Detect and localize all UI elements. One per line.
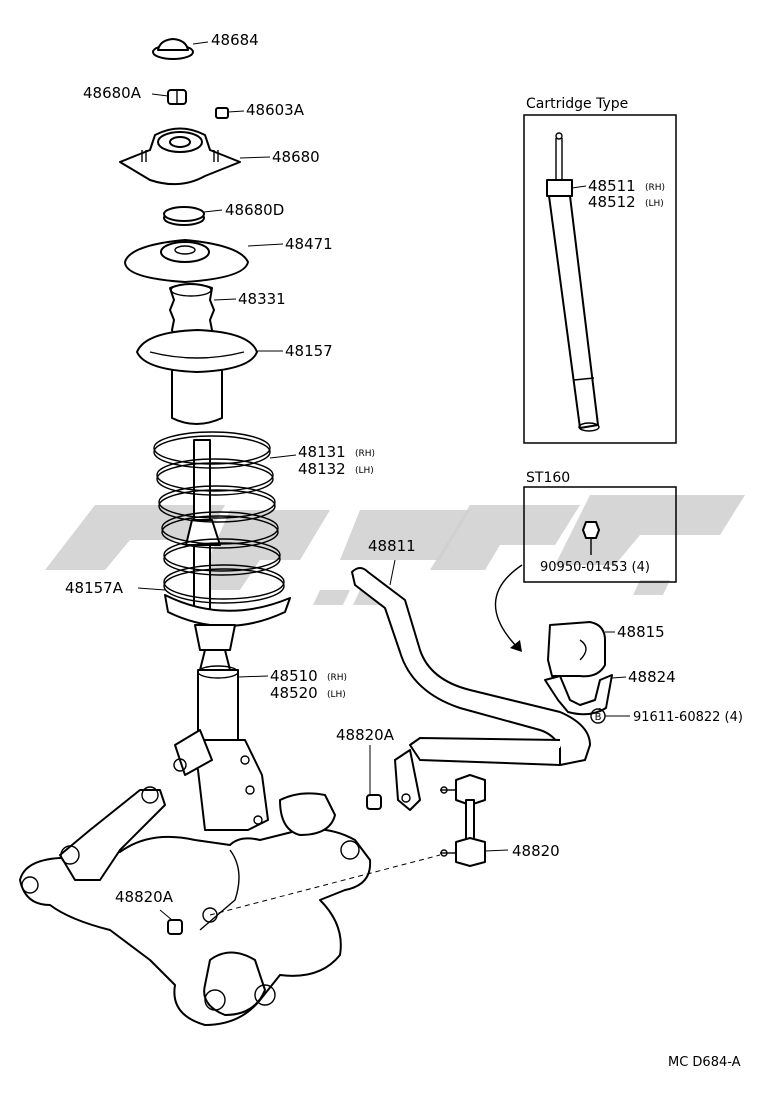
part-48680D-washer	[163, 206, 205, 226]
label-48815: 48815	[617, 623, 665, 641]
part-48684-cap	[152, 38, 194, 60]
label-48824: 48824	[628, 668, 676, 686]
label-48132: 48132	[298, 460, 346, 478]
label-48820A-lower: 48820A	[115, 888, 174, 906]
label-90950-01453: 90950-01453 (4)	[540, 560, 650, 575]
part-48603A-nut	[215, 107, 229, 119]
label-48510: 48510	[270, 667, 318, 685]
label-48511-rh: (RH)	[645, 183, 665, 193]
bolt-marker: B	[595, 712, 602, 723]
part-90950-bolt	[582, 521, 600, 555]
label-48157: 48157	[285, 342, 333, 360]
label-48331: 48331	[238, 290, 286, 308]
dashed-link-line	[209, 854, 441, 916]
part-48820A-lower-nut	[167, 919, 183, 935]
label-48680D: 48680D	[225, 201, 284, 219]
label-48157A: 48157A	[65, 579, 124, 597]
part-48820-stabilizer-link	[440, 774, 486, 867]
cartridge-type-title: Cartridge Type	[526, 96, 628, 112]
label-48820: 48820	[512, 842, 560, 860]
part-48471-upper-spring-seat	[124, 239, 249, 283]
st160-arrow-head	[510, 640, 522, 652]
st160-arrow	[494, 564, 523, 651]
part-48511-cartridge	[546, 132, 600, 432]
part-48131-coil-spring	[153, 431, 285, 621]
part-48510-shock-absorber	[173, 649, 269, 831]
part-48680A-nut	[167, 89, 187, 105]
label-48520-lh: (LH)	[327, 690, 346, 700]
label-48131: 48131	[298, 443, 346, 461]
label-48131-rh: (RH)	[355, 449, 375, 459]
part-48820A-upper-nut	[366, 794, 382, 810]
part-48157A-lower-insulator	[164, 594, 291, 651]
label-48512: 48512	[588, 193, 636, 211]
watermark-logo	[45, 495, 745, 605]
label-48510-rh: (RH)	[327, 673, 347, 683]
label-48603A: 48603A	[246, 101, 305, 119]
part-48815-bushing	[547, 621, 606, 678]
label-48132-lh: (LH)	[355, 466, 374, 476]
label-48680A: 48680A	[83, 84, 142, 102]
st160-box	[523, 486, 677, 583]
label-48511: 48511	[588, 177, 636, 195]
label-91611-60822: 91611-60822 (4)	[633, 710, 743, 725]
label-48680: 48680	[272, 148, 320, 166]
part-48157-insulator	[136, 329, 258, 425]
label-48820A-upper: 48820A	[336, 726, 395, 744]
st160-title: ST160	[526, 470, 570, 486]
suspension-subframe	[19, 786, 372, 1026]
part-48824-bracket	[544, 674, 613, 716]
part-48811-stabilizer-bar	[351, 567, 591, 811]
cartridge-type-box	[523, 114, 677, 444]
label-48684: 48684	[211, 31, 259, 49]
diagram-code: MC D684-A	[668, 1055, 741, 1070]
part-48680-strut-mount	[119, 127, 241, 186]
label-48811: 48811	[368, 537, 416, 555]
label-48471: 48471	[285, 235, 333, 253]
label-48520: 48520	[270, 684, 318, 702]
label-48512-lh: (LH)	[645, 199, 664, 209]
